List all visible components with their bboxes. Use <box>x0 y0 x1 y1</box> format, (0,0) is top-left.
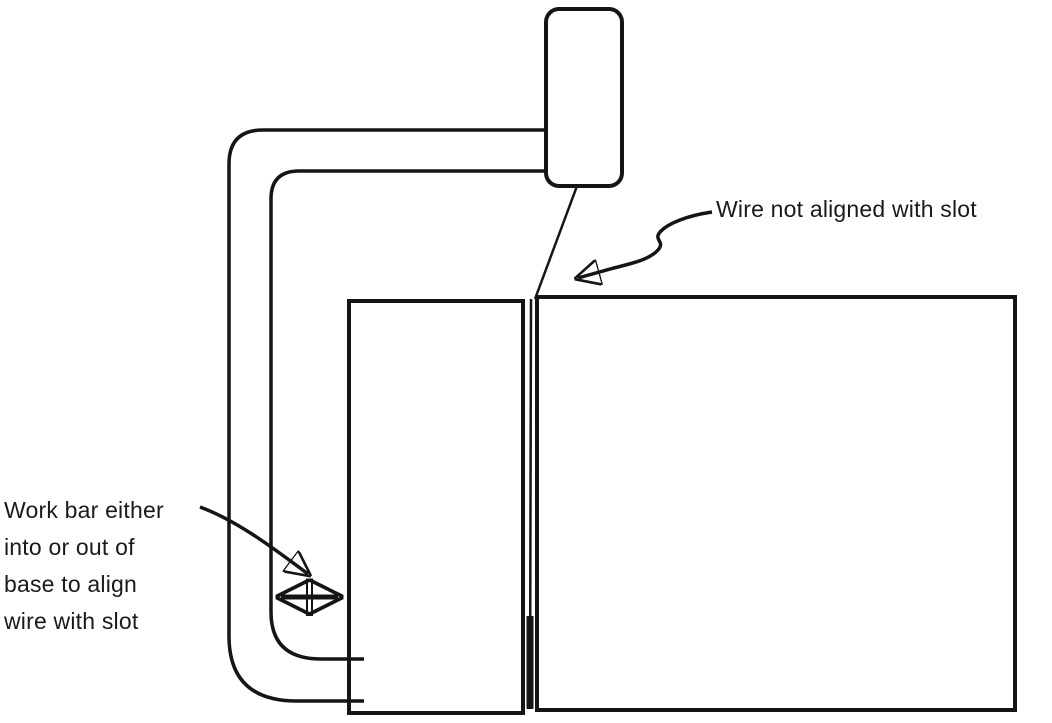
work-bar-label-line3: base to align <box>4 571 138 597</box>
base-left-panel <box>347 299 525 715</box>
handle-knob <box>544 7 624 188</box>
wire-not-aligned-label: Wire not aligned with slot <box>716 196 977 222</box>
work-bar-inner-line <box>269 169 546 661</box>
work-bar-label-line1: Work bar either <box>4 497 164 523</box>
work-bar-label-line2: into or out of <box>4 534 135 560</box>
base-right-panel <box>535 295 1017 712</box>
work-bar-label-line4: wire with slot <box>4 608 139 634</box>
work-bar-label: Work bar either into or out of base to a… <box>4 492 164 640</box>
label-pointer-arrow <box>199 505 308 574</box>
handle-to-wire-line <box>533 185 579 300</box>
work-bar <box>227 128 546 703</box>
work-bar-outer-line <box>227 128 546 703</box>
squiggle-arrow <box>578 210 713 278</box>
